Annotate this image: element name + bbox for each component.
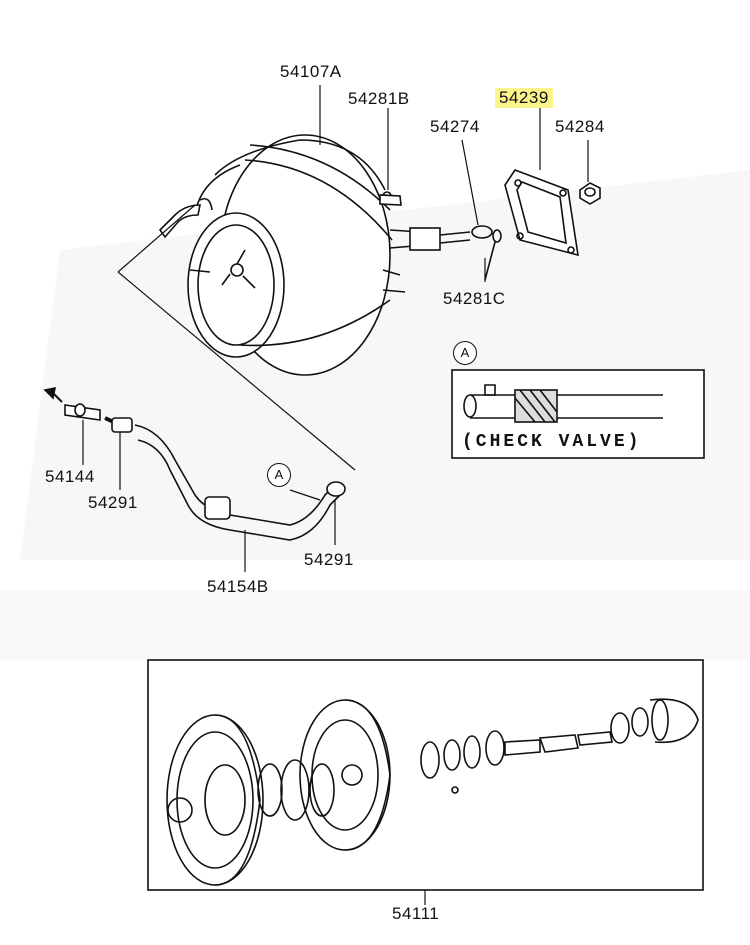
- label-54274: 54274: [430, 117, 480, 136]
- vacuum-hose: [43, 386, 346, 541]
- label-54154B: 54154B: [207, 577, 269, 596]
- label-54107A: 54107A: [280, 62, 342, 81]
- label-54111: 54111: [392, 904, 440, 923]
- bolt-54281B: [379, 194, 402, 206]
- label-54144: 54144: [45, 467, 95, 486]
- nut-54284: [579, 182, 601, 205]
- label-54281B: 54281B: [348, 89, 410, 108]
- clip-54274: [471, 225, 502, 281]
- callout-a-hose: A: [267, 463, 291, 487]
- check-valve-caption: (CHECK VALVE): [462, 432, 642, 452]
- label-54291-right: 54291: [304, 550, 354, 569]
- leader-lines: [82, 85, 589, 905]
- gasket-54239: [504, 169, 579, 257]
- callout-a-detail: A: [453, 341, 477, 365]
- check-valve-detail: [451, 369, 705, 459]
- label-54281C: 54281C: [443, 289, 506, 308]
- booster-internals-box: [147, 659, 704, 891]
- label-54239-highlighted: 54239: [495, 88, 553, 108]
- label-54284: 54284: [555, 117, 605, 136]
- brake-booster: [158, 134, 471, 376]
- label-54291-left: 54291: [88, 493, 138, 512]
